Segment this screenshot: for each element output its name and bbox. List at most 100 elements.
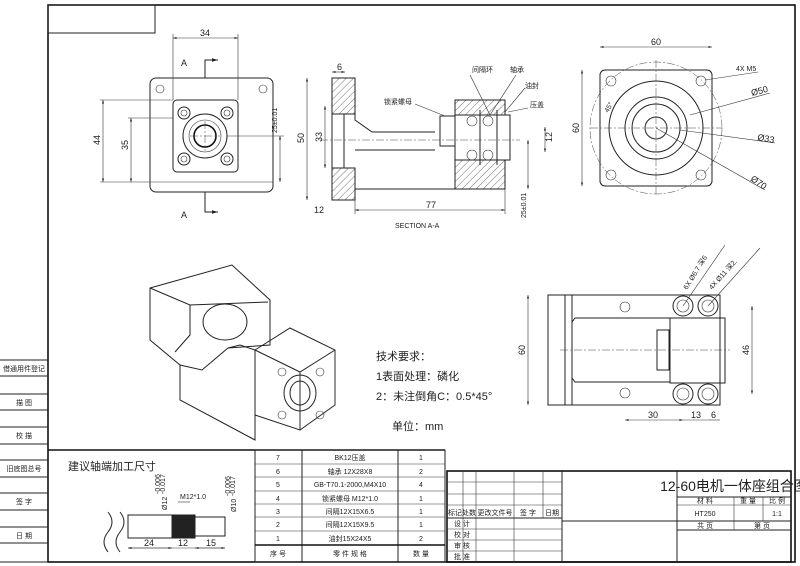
strip-label: 签 字 xyxy=(16,497,32,506)
dim-6: 6 xyxy=(337,62,342,72)
header-name: 零 件 规 格 xyxy=(333,549,367,558)
dim-12-left: 12 xyxy=(314,205,324,215)
callout-lock-nut: 锁紧螺母 xyxy=(384,97,412,106)
dim-25: 25±0.01 xyxy=(272,108,279,133)
dim-33: 33 xyxy=(314,132,324,142)
part-name: 间隔12X15X6.5 xyxy=(326,507,375,516)
dim-6-bottom: 6 xyxy=(711,410,716,420)
strip-label: 旧底图总号 xyxy=(7,464,42,473)
dim-d50: Ø50 xyxy=(750,84,769,98)
d10-tol-up: -0.006 xyxy=(225,476,232,496)
callout-spacer: 间隔环 xyxy=(472,65,493,74)
dim-60-width: 60 xyxy=(651,37,661,47)
note-item: 1表面处理：磷化 xyxy=(376,369,459,383)
rev-header: 日期 xyxy=(545,509,559,517)
part-qty: 1 xyxy=(419,509,423,516)
dim-d33: Ø33 xyxy=(757,132,775,145)
role-label: 批 准 xyxy=(454,552,470,561)
part-name: 油封15X24X5 xyxy=(329,534,372,543)
parts-table: 7 BK12压盖 1 6 轴承 12X28X8 2 5 GB-T70.1-200… xyxy=(254,449,446,563)
part-qty: 1 xyxy=(419,522,423,529)
shaft-detail-title: 建议轴端加工尺寸 xyxy=(68,459,156,473)
callout-bearing: 轴承 xyxy=(510,65,524,74)
dim-24: 24 xyxy=(144,538,154,548)
dim-60-height: 60 xyxy=(571,123,581,133)
left-signature-strip: 借通用件登记 描 图 校 描 旧底图总号 签 字 日 期 xyxy=(0,359,48,544)
strip-label: 日 期 xyxy=(16,532,32,540)
dim-30: 30 xyxy=(648,410,658,420)
dim-60-bottom: 60 xyxy=(517,345,527,355)
dim-46: 46 xyxy=(741,345,751,355)
dim-13: 13 xyxy=(691,410,701,420)
unit-note: 单位：mm xyxy=(392,419,443,433)
front-view: A A 34 44 35 25±0.01 xyxy=(92,28,284,220)
scale-label: 比 例 xyxy=(769,496,785,505)
strip-label: 校 描 xyxy=(16,431,32,440)
dim-35: 35 xyxy=(120,140,130,150)
material-value: HT250 xyxy=(694,511,715,518)
part-no: 3 xyxy=(276,509,280,516)
rev-header: 标记 xyxy=(448,508,462,517)
notes-title: 技术要求： xyxy=(376,350,431,363)
dim-50: 50 xyxy=(296,133,306,143)
material-label: 材 料 xyxy=(697,496,713,505)
role-label: 设 计 xyxy=(454,519,470,528)
part-qty: 4 xyxy=(419,482,423,489)
strip-label: 借通用件登记 xyxy=(3,364,45,373)
part-qty: 1 xyxy=(419,455,423,462)
note-item: 2：未注倒角C：0.5*45° xyxy=(376,389,492,403)
dim-15: 15 xyxy=(206,538,216,548)
d12-tol-low: -0.017 xyxy=(160,474,167,494)
callout-4x-holes: 4X Ø11 深2. xyxy=(707,257,739,291)
d12-tol-up: -0.006 xyxy=(155,474,162,494)
dim-45-deg: 45° xyxy=(603,101,615,114)
dim-44: 44 xyxy=(92,135,102,145)
dim-4x-m5: 4X M5 xyxy=(736,66,756,73)
part-name: 锁紧螺母 M12*1.0 xyxy=(322,494,378,503)
header-no: 序 号 xyxy=(270,549,286,558)
thread-label: M12*1.0 xyxy=(180,494,206,501)
header-qty: 数 量 xyxy=(413,549,429,558)
part-no: 6 xyxy=(276,469,280,476)
part-no: 4 xyxy=(276,496,280,503)
section-mark: A xyxy=(181,58,187,68)
section-a-a-view: 6 50 33 12 77 12 25±0.01 SECTION A-A 间隔环… xyxy=(296,62,554,230)
part-name: GB-T70.1-2000,M4X10 xyxy=(314,482,386,489)
dim-77: 77 xyxy=(426,200,436,210)
end-view: 60 60 45° 4X M5 Ø50 Ø33 Ø70 xyxy=(571,37,775,196)
part-no: 7 xyxy=(276,455,280,462)
part-no: 5 xyxy=(276,482,280,489)
dim-12: 12 xyxy=(544,132,554,142)
total-pages: 共 页 xyxy=(697,521,713,530)
rev-header: 更改文件号 xyxy=(478,508,513,517)
dim-12-thread: 12 xyxy=(178,538,188,548)
dim-34: 34 xyxy=(200,28,210,38)
part-qty: 1 xyxy=(419,496,423,503)
shaft-detail: 建议轴端加工尺寸 24 12 15 M12*1.0 Ø12 -0.006 -0.… xyxy=(48,449,445,553)
part-no: 1 xyxy=(276,536,280,543)
title-block: 12-60电机一体座组合图 材 料 重 量 比 例 HT250 1:1 共 页 … xyxy=(446,470,800,563)
part-name: 间隔12X15X9.5 xyxy=(326,520,375,529)
section-mark: A xyxy=(181,210,187,220)
part-no: 2 xyxy=(276,522,280,529)
part-name: BK12压盖 xyxy=(334,453,365,462)
role-label: 校 对 xyxy=(454,530,470,539)
part-name: 轴承 12X28X8 xyxy=(328,467,373,476)
part-qty: 2 xyxy=(419,536,423,543)
weight-label: 重 量 xyxy=(740,497,756,505)
callout-oil-seal: 油封 xyxy=(525,81,539,90)
dim-d70: Ø70 xyxy=(749,173,769,191)
dim-d10: Ø10 xyxy=(231,499,238,512)
bottom-view: 60 46 30 13 6 6X Ø6.7 深6 4X Ø11 深2. xyxy=(517,244,761,422)
dim-25-section: 25±0.01 xyxy=(521,193,528,218)
isometric-view xyxy=(149,264,336,441)
page-number: 第 页 xyxy=(754,521,770,530)
rev-header: 签 字 xyxy=(520,508,536,517)
dim-d12: Ø12 xyxy=(162,497,169,510)
drawing-title: 12-60电机一体座组合图 xyxy=(660,478,800,494)
rev-header: 处数 xyxy=(462,508,476,517)
role-label: 审 核 xyxy=(454,541,470,550)
scale-value: 1:1 xyxy=(772,511,782,518)
section-title: SECTION A-A xyxy=(395,223,440,230)
